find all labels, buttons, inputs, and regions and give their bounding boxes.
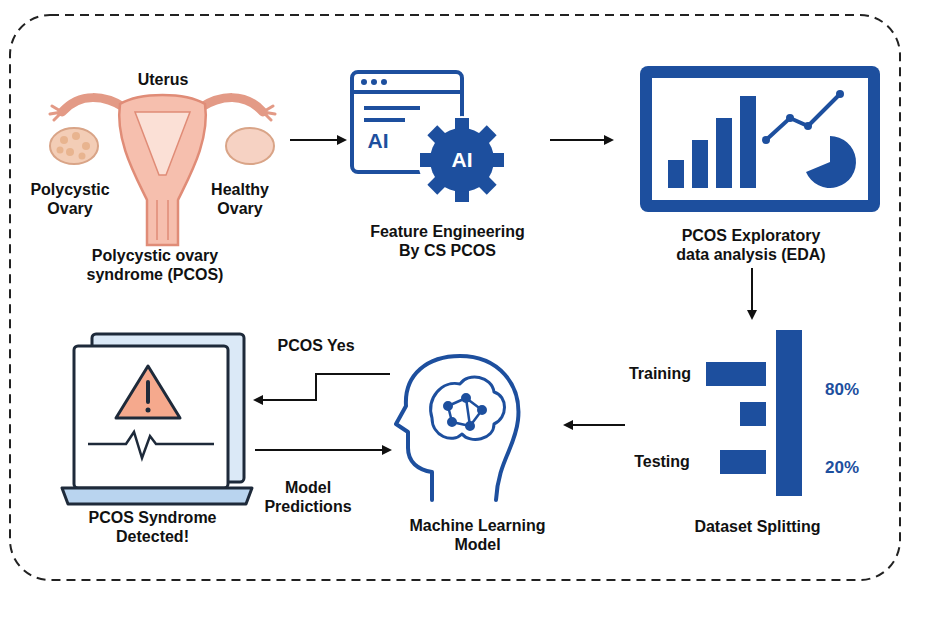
stage-node: Dataset Splitting bbox=[625, 318, 890, 540]
text-label: Healthy Ovary bbox=[200, 180, 280, 218]
stage-caption: Polycystic ovary syndrome (PCOS) bbox=[80, 246, 230, 284]
split-bars-icon bbox=[706, 330, 802, 496]
stage-node: PCOS Syndrome Detected! bbox=[50, 328, 255, 550]
stage-caption: Machine Learning Model bbox=[403, 516, 553, 554]
dashed-frame bbox=[10, 15, 900, 580]
uterus-illustration bbox=[50, 95, 275, 245]
stage-caption: Feature Engineering By CS PCOS bbox=[363, 222, 533, 260]
text-label: Uterus bbox=[118, 70, 208, 89]
text-label: 80% bbox=[814, 380, 870, 400]
text-label: Polycystic Ovary bbox=[24, 180, 116, 218]
stage-caption: Dataset Splitting bbox=[694, 517, 820, 536]
eda-monitor-icon bbox=[640, 66, 880, 212]
stage-node: Polycystic ovary syndrome (PCOS) bbox=[20, 60, 290, 288]
edge-label: PCOS Yes bbox=[266, 336, 366, 355]
stage-node: Feature Engineering By CS PCOS bbox=[345, 60, 550, 264]
text-label: Testing bbox=[622, 452, 702, 471]
flow-arrow bbox=[565, 424, 625, 426]
text-label: AI bbox=[358, 128, 398, 153]
text-label: AI bbox=[442, 147, 482, 172]
flow-arrow bbox=[550, 139, 612, 141]
flow-arrow bbox=[751, 268, 753, 318]
stage-node: PCOS Exploratory data analysis (EDA) bbox=[612, 60, 890, 268]
stage-caption: PCOS Syndrome Detected! bbox=[63, 508, 243, 546]
text-label: 20% bbox=[814, 458, 870, 478]
edge-label: Model Predictions bbox=[258, 478, 358, 516]
flow-arrow bbox=[255, 449, 390, 451]
alert-laptop-icon bbox=[62, 334, 252, 504]
ml-head-icon bbox=[396, 356, 518, 500]
stage-node: Machine Learning Model bbox=[390, 352, 565, 558]
flow-arrow bbox=[255, 374, 390, 400]
flow-arrow bbox=[290, 139, 345, 141]
ai-window-icon bbox=[352, 72, 506, 204]
text-label: Training bbox=[620, 364, 700, 383]
stage-caption: PCOS Exploratory data analysis (EDA) bbox=[664, 226, 839, 264]
